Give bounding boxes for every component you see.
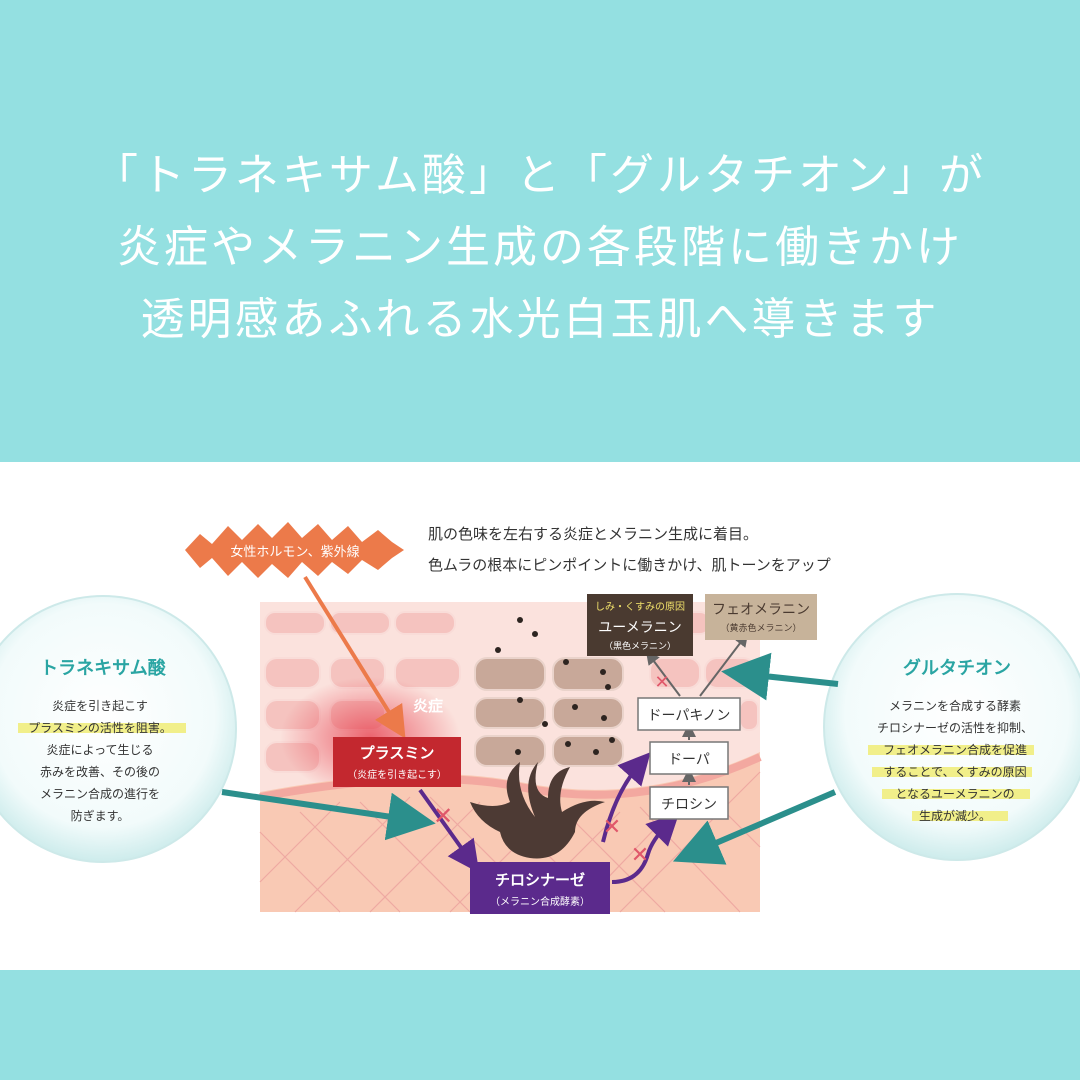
- glutathione-title: グルタチオン: [903, 657, 1011, 679]
- tranexamic-arrow: [221, 789, 436, 841]
- headline-line-3: 透明感あふれる水光白玉肌へ導きます: [140, 294, 940, 345]
- plasmin-block-mark: ✕: [433, 802, 453, 830]
- tranexamic-line-6: 防ぎます。: [71, 808, 130, 823]
- trigger-label: 女性ホルモン、紫外線: [230, 544, 359, 560]
- eumelanin-block-mark: ✕: [654, 672, 669, 693]
- pheomelanin-label: フェオメラニン: [712, 602, 810, 618]
- header-banner: 「トラネキサム酸」と「グルタチオン」が 炎症やメラニン生成の各段階に働きかけ 透…: [0, 0, 1080, 462]
- dopaquinone-box: [637, 697, 741, 731]
- plasmin-label: プラスミン: [360, 744, 435, 762]
- tranexamic-highlight: [18, 723, 186, 733]
- tranexamic-line-2: プラスミンの活性を阻害。: [28, 720, 172, 735]
- headline-line-2: 炎症やメラニン生成の各段階に働きかけ: [117, 222, 963, 273]
- tyrosine-label: チロシン: [661, 797, 717, 813]
- melanin-granules: [495, 617, 615, 755]
- tyrosinase-to-tyrosine-arrow: [611, 812, 680, 884]
- dopaquinone-label: ドーパキノン: [648, 708, 731, 724]
- inflammation-label: 炎症: [413, 697, 443, 715]
- diagram-panel: 肌の色味を左右する炎症とメラニン生成に着目。 色ムラの根本にピンポイントに働きか…: [0, 462, 1080, 970]
- eumelanin-label: ユーメラニン: [598, 620, 681, 636]
- glutathione-highlight-3: [882, 789, 1030, 799]
- headline-line-1: 「トラネキサム酸」と「グルタチオン」が: [93, 150, 987, 201]
- eumelanin-sublabel: （黒色メラニン）: [604, 640, 676, 652]
- trigger-arrow: [303, 575, 406, 739]
- eumelanin-box: [587, 594, 693, 656]
- glutathione-highlight-4: [912, 811, 1008, 821]
- melanin-diagram: 肌の色味を左右する炎症とメラニン生成に着目。 色ムラの根本にピンポイントに働きか…: [0, 522, 1080, 914]
- to-eumelanin-arrow: [645, 650, 681, 697]
- tranexamic-line-1: 炎症を引き起こす: [52, 698, 148, 713]
- glutathione-line-6: 生成が減少。: [919, 808, 991, 823]
- tyrosinase-block-mark-2: ✕: [603, 815, 621, 840]
- tyrosinase-box: [470, 862, 610, 914]
- tranexamic-line-5: メラニン合成の進行を: [40, 786, 160, 801]
- pheomelanin-box: [705, 594, 817, 640]
- tyrosinase-block-mark-1: ✕: [631, 843, 649, 868]
- glutathione-highlight-1: [868, 745, 1034, 755]
- dopa-box: [649, 741, 729, 775]
- tranexamic-line-3: 炎症によって生じる: [46, 742, 153, 757]
- glutathione-line-4: することで、くすみの原因: [883, 765, 1026, 779]
- glutathione-line-2: チロシナーゼの活性を抑制、: [877, 720, 1033, 735]
- glutathione-highlight-2: [872, 767, 1032, 777]
- melanocyte: [470, 762, 605, 859]
- tyrosinase-sublabel: （メラニン合成酵素）: [490, 895, 590, 908]
- glutathione-line-3: フェオメラニン合成を促進: [883, 742, 1027, 757]
- dopa-label: ドーパ: [668, 752, 710, 768]
- pheomelanin-sublabel: （黄赤色メラニン）: [720, 622, 801, 634]
- glutathione-line-1: メラニンを合成する酵素: [889, 698, 1021, 713]
- plasmin-sublabel: （炎症を引き起こす）: [347, 768, 447, 781]
- headline: 「トラネキサム酸」と「グルタチオン」が 炎症やメラニン生成の各段階に働きかけ 透…: [0, 140, 1080, 356]
- intro-line-2: 色ムラの根本にピンポイントに働きかけ、肌トーンをアップ: [428, 556, 831, 574]
- tyrosine-box: [649, 786, 729, 820]
- tranexamic-title: トラネキサム酸: [40, 657, 167, 679]
- tyrosinase-to-dopa-arrow: [601, 752, 651, 843]
- glutathione-line-5: となるユーメラニンの: [895, 787, 1014, 801]
- footer-band: [0, 970, 1080, 1080]
- tranexamic-line-4: 赤みを改善、その後の: [40, 764, 160, 779]
- eumelanin-tag: しみ・くすみの原因: [595, 601, 685, 613]
- tyrosinase-label: チロシナーゼ: [495, 871, 585, 889]
- intro-line-1: 肌の色味を左右する炎症とメラニン生成に着目。: [428, 525, 758, 543]
- trigger-badge: [185, 522, 404, 578]
- glutathione-arrow-tyrosinase: [672, 789, 837, 865]
- glutathione-arrow-pheomelanin: [721, 652, 839, 701]
- plasmin-box: [333, 737, 461, 787]
